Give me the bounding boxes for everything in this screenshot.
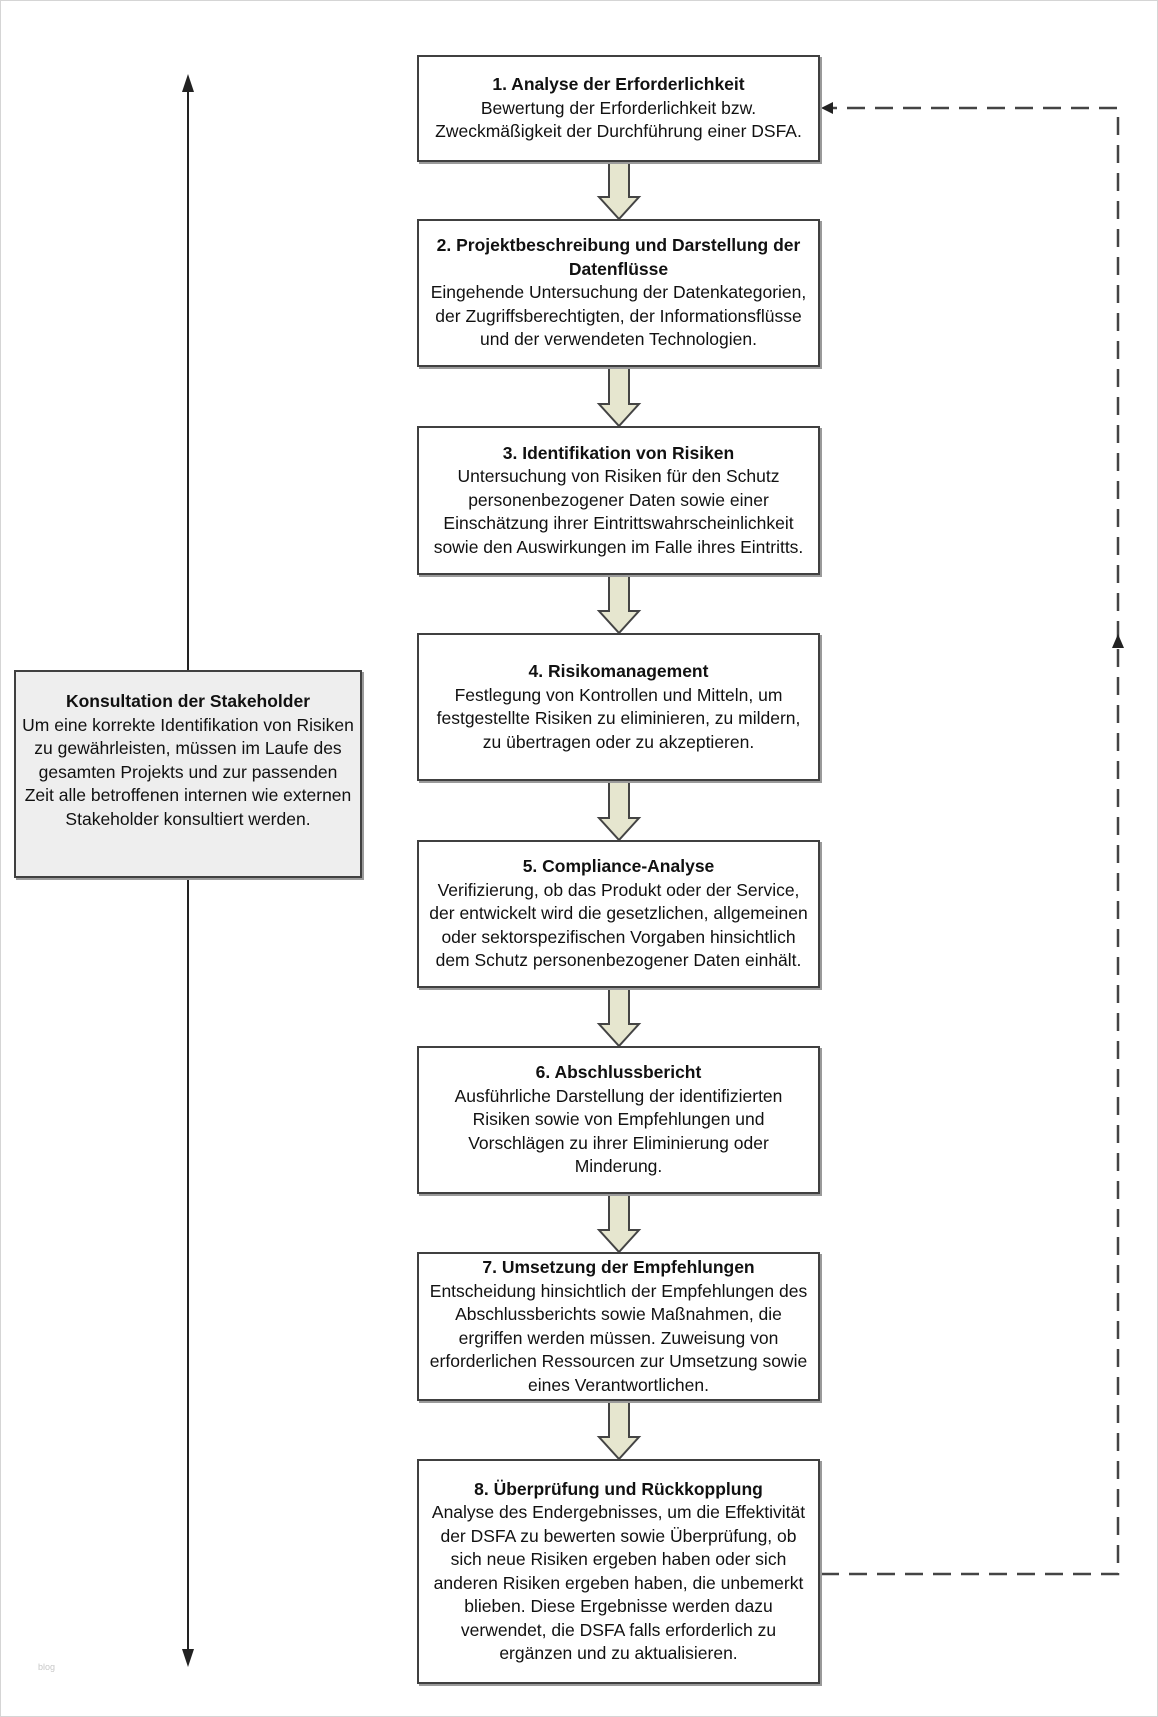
step-7-title: 7. Umsetzung der Empfehlungen: [482, 1257, 755, 1277]
step-2: 2. Projektbeschreibung und Darstellung d…: [417, 219, 820, 367]
step-8-title: 8. Überprüfung und Rückkopplung: [474, 1478, 763, 1499]
step-1: 1. Analyse der Erforderlichkeit Bewertun…: [417, 55, 820, 162]
stakeholder-consultation-box: Konsultation der Stakeholder Um eine kor…: [14, 670, 362, 878]
step-7-text: Entscheidung hinsichtlich der Empfehlung…: [429, 1280, 808, 1395]
step-5-text: Verifizierung, ob das Produkt oder der S…: [429, 879, 808, 971]
flow-arrow-5-to-6: [596, 987, 642, 1048]
step-3: 3. Identifikation von Risiken Untersuchu…: [417, 426, 820, 575]
step-6-title: 6. Abschlussbericht: [535, 1062, 702, 1083]
step-6-text: Ausführliche Darstellung der identifizie…: [454, 1085, 783, 1177]
step-3-text: Untersuchung von Risiken für den Schutz …: [433, 466, 804, 557]
flow-arrows: [596, 161, 642, 1461]
step-4-title: 4. Risikomanagement: [528, 661, 709, 681]
flow-arrow-6-to-7: [596, 1193, 642, 1254]
step-1-title: 1. Analyse der Erforderlichkeit: [492, 74, 745, 95]
feedback-arrowhead-icon: [821, 102, 833, 114]
watermark: blog: [38, 1662, 56, 1672]
stakeholder-text: Um eine korrekte Identifikation von Risi…: [22, 714, 354, 829]
step-8: 8. Überprüfung und Rückkopplung Analyse …: [417, 1459, 820, 1684]
flow-arrow-2-to-3: [596, 366, 642, 428]
flow-arrow-4-to-5: [596, 780, 642, 842]
step-8-text: Analyse des Endergebnisses, um die Effek…: [431, 1502, 806, 1663]
step-1-text: Bewertung der Erforderlichkeit bzw. Zwec…: [435, 97, 802, 142]
step-4-text: Festlegung von Kontrollen und Mitteln, u…: [436, 684, 801, 752]
feedback-midarrow-icon: [1112, 634, 1124, 648]
flow-arrow-1-to-2: [596, 161, 642, 221]
stakeholder-title: Konsultation der Stakeholder: [65, 691, 311, 711]
step-5: 5. Compliance-Analyse Verifizierung, ob …: [417, 840, 820, 988]
flow-arrow-7-to-8: [596, 1400, 642, 1461]
arrow-up-icon: [182, 74, 194, 92]
step-6: 6. Abschlussbericht Ausführliche Darstel…: [417, 1046, 820, 1194]
step-7: 7. Umsetzung der Empfehlungen Entscheidu…: [417, 1252, 820, 1401]
step-5-title: 5. Compliance-Analyse: [522, 856, 715, 877]
step-2-text: Eingehende Untersuchung der Datenkategor…: [430, 282, 807, 350]
feedback-loop-line: [821, 106, 1120, 1576]
flow-arrow-3-to-4: [596, 574, 642, 635]
step-4: 4. Risikomanagement Festlegung von Kontr…: [417, 633, 820, 781]
step-3-title: 3. Identifikation von Risiken: [502, 442, 735, 463]
step-2-title: 2. Projektbeschreibung und Darstellung d…: [436, 235, 801, 279]
arrow-down-icon: [182, 1649, 194, 1667]
